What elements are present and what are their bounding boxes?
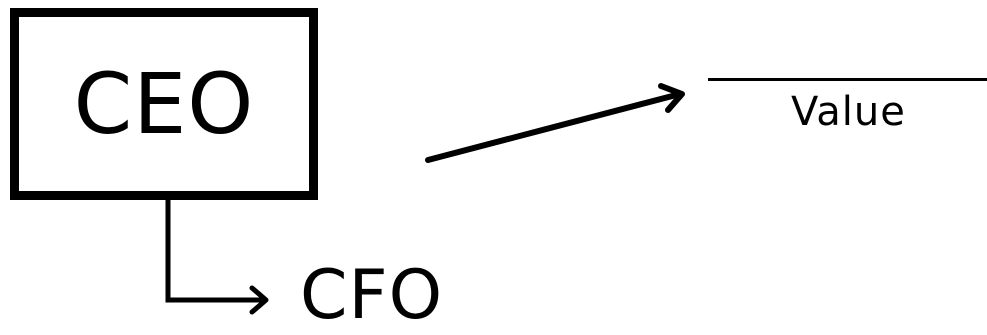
cfo-label: CFO	[300, 256, 444, 335]
value-line	[708, 78, 987, 81]
value-label: Value	[791, 89, 906, 135]
value-arrow-head	[658, 83, 685, 113]
ceo-to-cfo-connector	[165, 200, 262, 303]
value-arrow-shaft	[425, 91, 683, 163]
ceo-label: CEO	[73, 55, 255, 153]
ceo-to-cfo-arrowhead	[249, 285, 269, 315]
ceo-box: CEO	[10, 8, 318, 200]
